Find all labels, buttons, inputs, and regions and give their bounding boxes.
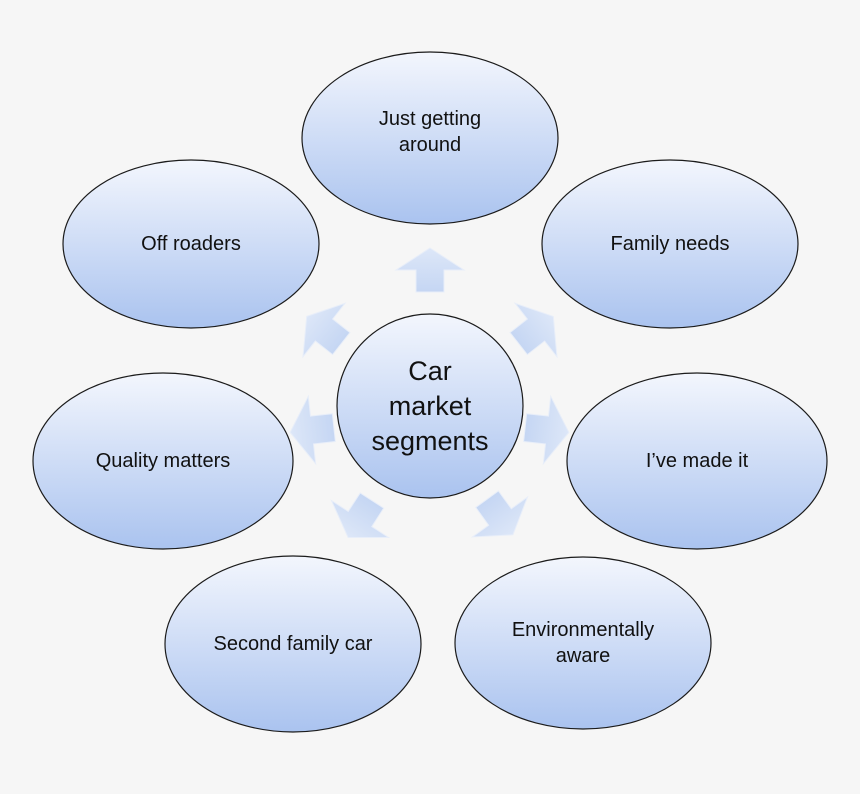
ellipses-group: [32, 51, 828, 733]
arrow-family-needs: [509, 302, 558, 359]
arrow-just-getting-around: [394, 247, 466, 293]
segment-ellipse-quality-matters: [32, 372, 294, 550]
segment-ellipse-environmentally-aware: [454, 556, 712, 730]
arrow-environmentally-aware: [470, 490, 529, 538]
segment-ellipse-family-needs: [541, 159, 799, 329]
arrow-quality-matters: [289, 394, 336, 466]
arrow-off-roaders: [302, 302, 351, 359]
segment-ellipse-just-getting-around: [301, 51, 559, 225]
center-circle: [336, 313, 524, 499]
arrow-second-family-car: [330, 492, 391, 538]
arrow-ive-made-it: [523, 394, 570, 466]
segment-ellipse-ive-made-it: [566, 372, 828, 550]
segment-ellipse-second-family-car: [164, 555, 422, 733]
arrows-group: [289, 247, 570, 538]
segment-ellipse-off-roaders: [62, 159, 320, 329]
